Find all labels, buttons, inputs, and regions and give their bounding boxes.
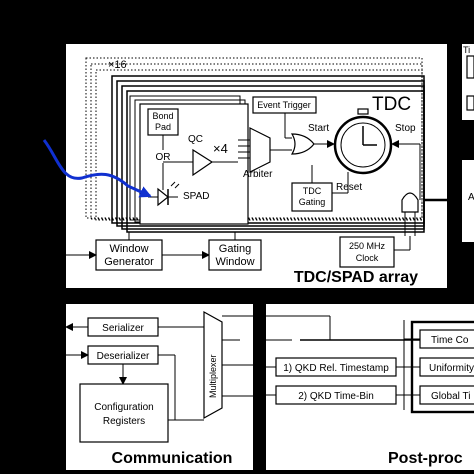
right-edge-fragments: Ti A bbox=[462, 44, 474, 242]
and-gate bbox=[401, 192, 419, 213]
gating-window-box bbox=[208, 239, 262, 271]
stack-count-4-label: ×4 bbox=[213, 141, 228, 156]
gating-window-label-1: Gating bbox=[219, 243, 251, 255]
config-registers-label-2: Registers bbox=[103, 416, 145, 427]
qkd-timestamp-label: 1) QKD Rel. Timestamp bbox=[283, 363, 389, 374]
bond-pad-label-1: Bond bbox=[152, 111, 173, 121]
configuration-registers-box bbox=[79, 383, 169, 443]
config-registers-label-1: Configuration bbox=[94, 402, 153, 413]
post-processing-section-title: Post-proc bbox=[388, 450, 463, 467]
photon-arrow bbox=[42, 139, 152, 198]
spad-label: SPAD bbox=[183, 191, 210, 202]
clock-box bbox=[339, 236, 395, 268]
tdc-label: TDC bbox=[372, 94, 411, 115]
arbiter-label: Arbiter bbox=[243, 169, 273, 180]
stack-count-16-label: ×16 bbox=[108, 59, 127, 71]
spad-diode-icon bbox=[148, 181, 180, 207]
event-trigger-label: Event Trigger bbox=[257, 100, 311, 110]
multiplexer-label: Multiplexer bbox=[208, 354, 218, 398]
communication-section-title: Communication bbox=[112, 450, 233, 467]
tdc-spad-array-panel: ×16 ×4 Bond Pad OR QC SPAD bbox=[66, 44, 447, 288]
right-mid-fragment: A bbox=[468, 192, 474, 203]
post-processing-panel: 1) QKD Rel. Timestamp 2) QKD Time-Bin Ti… bbox=[266, 304, 474, 470]
bond-pad-box bbox=[147, 108, 179, 136]
multiplexer bbox=[203, 310, 223, 420]
qkd-timebin-label: 2) QKD Time-Bin bbox=[298, 391, 374, 402]
global-ti-label: Global Ti bbox=[431, 391, 470, 402]
or-label: OR bbox=[156, 152, 171, 163]
channel-stack-x16 bbox=[85, 57, 425, 233]
window-generator-label-2: Generator bbox=[104, 256, 154, 268]
clock-label-2: Clock bbox=[356, 253, 379, 263]
clock-label-1: 250 MHz bbox=[349, 241, 386, 251]
qc-label: QC bbox=[188, 134, 203, 145]
tdc-spad-section-title: TDC/SPAD array bbox=[294, 269, 418, 286]
deserializer-label: Deserializer bbox=[97, 351, 150, 362]
communication-panel: Serializer Deserializer Configuration Re… bbox=[65, 304, 253, 470]
gating-window-label-2: Window bbox=[215, 256, 254, 268]
tdc-gating-label-1: TDC bbox=[303, 186, 322, 196]
uniformity-label: Uniformity bbox=[429, 363, 474, 374]
window-generator-label-1: Window bbox=[109, 243, 148, 255]
reset-label: Reset bbox=[336, 182, 362, 193]
time-co-label: Time Co bbox=[431, 335, 469, 346]
stop-label: Stop bbox=[395, 123, 416, 134]
arbiter-mux bbox=[249, 127, 271, 173]
bond-pad-label-2: Pad bbox=[155, 122, 171, 132]
start-label: Start bbox=[308, 123, 329, 134]
tdc-gating-label-2: Gating bbox=[299, 197, 326, 207]
right-top-fragment: Ti bbox=[463, 45, 470, 55]
serializer-label: Serializer bbox=[102, 323, 144, 334]
or-gate bbox=[290, 133, 315, 155]
